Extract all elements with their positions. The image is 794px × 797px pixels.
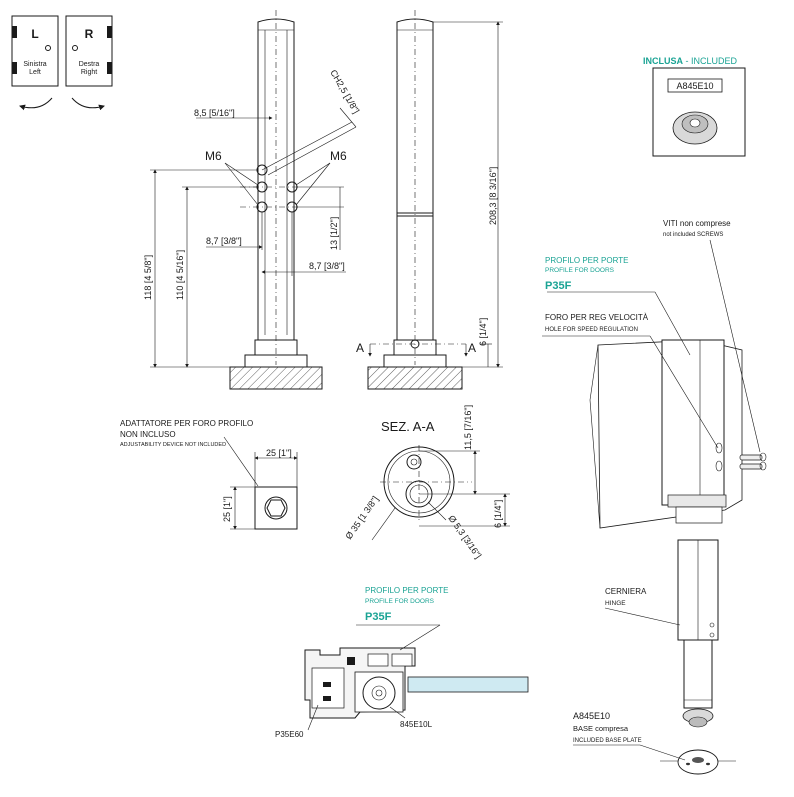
adapter-line3: ADJUSTABILITY DEVICE NOT INCLUDED [120,442,226,448]
dim-d35: Ø 35 [1 3/8"] [343,494,380,541]
left-en: Left [29,69,41,76]
speed-hole-it: FORO PER REG VELOCITÀ [545,313,649,322]
left-it: Sinistra [23,61,46,68]
adapter-line1: ADATTATORE PER FORO PROFILO [120,419,253,428]
label-m6-left: M6 [205,149,222,163]
screws-en: not included SCREWS [663,232,723,238]
dim-d5-3: Ø 5,3 [3/16"] [446,513,483,560]
screws-it: VITI non comprese [663,219,731,228]
dim-11-5: 11,5 [7/16"] [463,405,473,450]
base-it: BASE compresa [573,724,629,733]
dim-208-3: 208,3 [8 3/16"] [488,167,498,225]
hinge-en: HINGE [605,600,626,607]
profile-top-en: PROFILE FOR DOORS [545,267,615,274]
orientation-right-icon: R Destra Right [65,15,113,111]
included-box [652,67,746,157]
orientation-left-icon: L Sinistra Left [11,15,59,111]
dim-110: 110 [4 5/16"] [175,250,185,300]
included-title-it: INCLUSA - INCLUDED [643,56,738,66]
profile-bottom-en: PROFILE FOR DOORS [365,598,435,605]
exploded-hinge-view [542,239,767,775]
front-view [150,10,357,390]
part-845e10l: 845E10L [400,720,433,729]
side-view [367,10,503,390]
right-it: Destra [79,61,100,68]
adapter-line2: NON INCLUSO [120,430,176,439]
base-code: A845E10 [573,711,610,721]
dim-8-7-a: 8,7 [3/8"] [206,236,242,246]
dim-6-side: 6 [1/4"] [478,318,488,346]
dim-118: 118 [4 5/8"] [143,255,153,300]
profile-top-code: P35F [545,280,572,292]
section-title: SEZ. A-A [381,419,435,434]
adapter-width: 25 [1"] [266,448,292,458]
included-code: A845E10 [676,81,713,91]
base-en: INCLUDED BASE PLATE [573,738,642,744]
right-en: Right [81,69,97,76]
left-letter: L [31,27,38,41]
section-a-left: A [356,341,364,355]
adapter-drawing [223,436,298,530]
dim-ch: CH2,5 [1/8"] [328,68,361,115]
screws-icon [739,452,767,471]
dim-8-7-b: 8,7 [3/8"] [309,261,345,271]
label-m6-right: M6 [330,149,347,163]
hinge-it: CERNIERA [605,587,647,596]
part-p35e60: P35E60 [275,730,304,739]
profile-top-it: PROFILO PER PORTE [545,256,628,265]
dim-8-5: 8,5 [5/16"] [194,108,235,118]
adapter-height: 25 [1"] [222,496,232,522]
profile-bottom-it: PROFILO PER PORTE [365,586,448,595]
section-aa-drawing [371,445,510,541]
dim-6-section: 6 [1/4"] [493,500,503,528]
profile-bottom-code: P35F [365,611,392,623]
right-letter: R [85,27,94,41]
dim-13: 13 [1/2"] [329,217,339,250]
speed-hole-en: HOLE FOR SPEED REGULATION [545,327,638,333]
profile-cross-section [304,624,529,731]
section-a-right: A [468,341,476,355]
